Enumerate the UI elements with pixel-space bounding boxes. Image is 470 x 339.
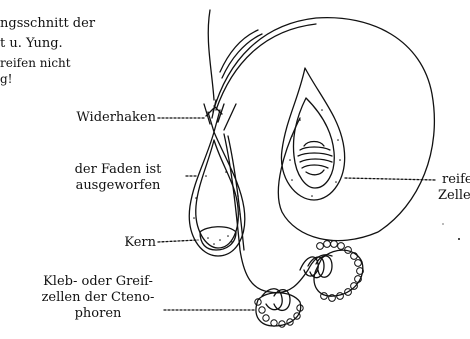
barb-spike — [224, 104, 236, 130]
barbs — [204, 100, 224, 132]
thread-tail — [208, 10, 214, 100]
left-cell-nucleus — [200, 227, 236, 250]
upper-thread-loop — [220, 30, 262, 78]
mature-cell-coil-1 — [298, 147, 332, 168]
long-thread-inner — [216, 24, 316, 110]
kleb-coil-2 — [262, 289, 290, 311]
kern-leader — [158, 240, 198, 242]
kleb-beads — [255, 241, 364, 328]
lower-thread — [224, 134, 270, 292]
long-thread-outer — [213, 18, 434, 241]
mature-cell-outline — [281, 68, 344, 200]
